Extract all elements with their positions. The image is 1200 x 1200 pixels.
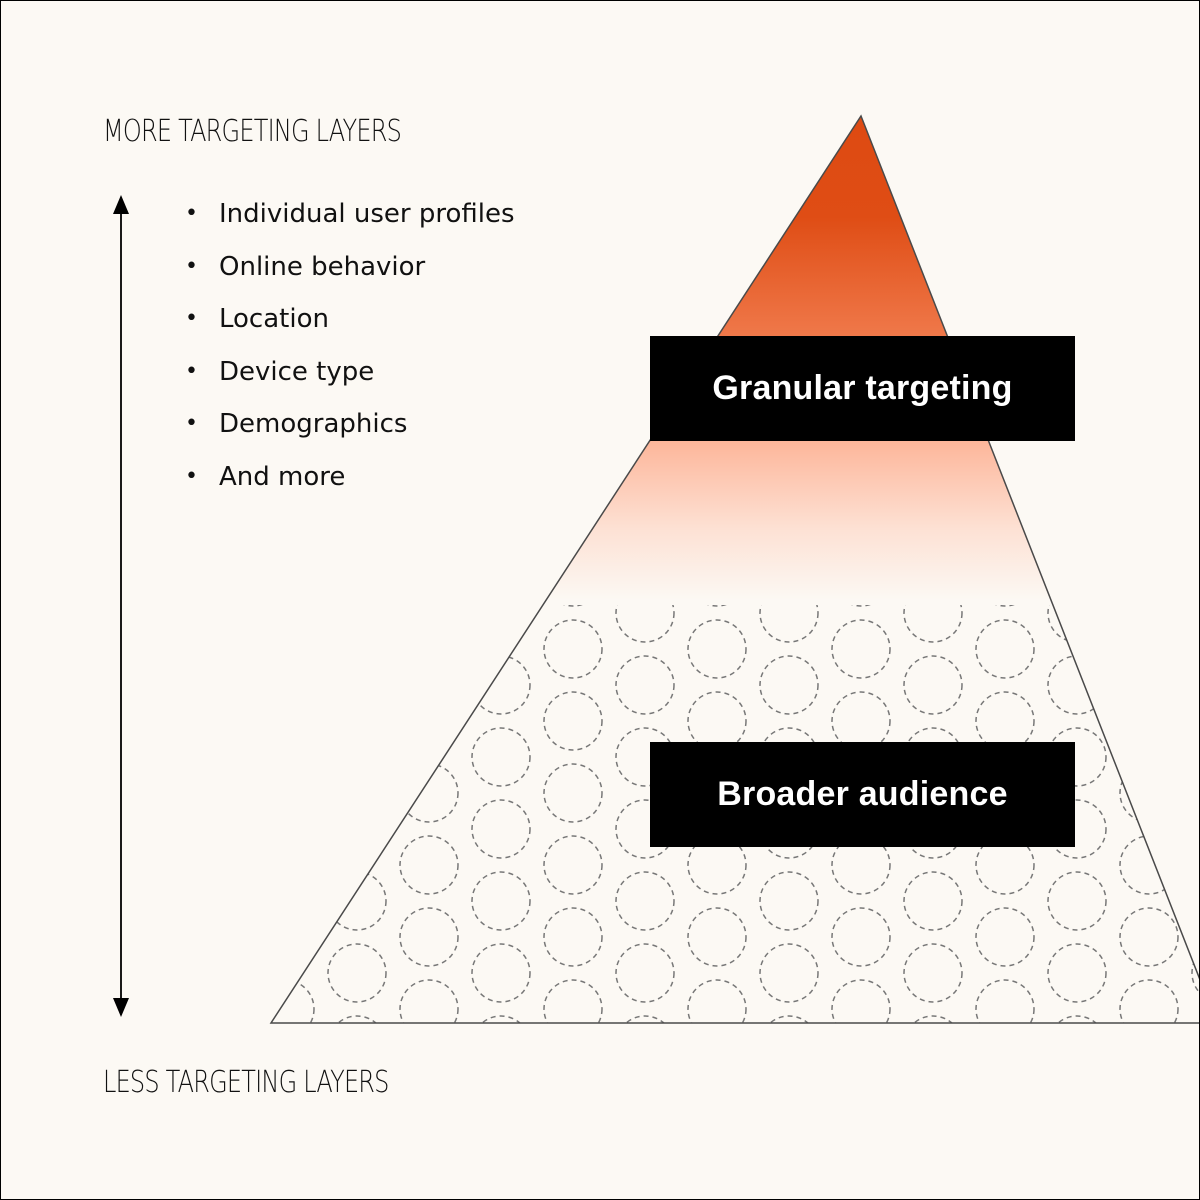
list-item: •Device type [185,356,375,387]
granular-targeting-label: Granular targeting [650,336,1075,441]
bullet-icon: • [185,201,198,226]
list-item: •Location [185,304,329,335]
axis-top-label: MORE TARGETING LAYERS [103,114,402,149]
arrow-up-icon [113,195,129,214]
pyramid-middle-gradient [401,439,1199,605]
list-item: •Individual user profiles [185,199,515,229]
arrow-down-icon [113,998,129,1017]
broader-audience-label: Broader audience [650,742,1075,847]
list-item: •And more [185,461,346,492]
pyramid-outline [269,114,1199,1024]
bullet-icon: • [185,358,198,384]
axis-bottom-label: LESS TARGETING LAYERS [103,1065,389,1100]
list-item: •Online behavior [185,251,426,282]
vertical-arrow [113,195,129,1017]
bullet-icon: • [185,411,198,437]
list-item: •Demographics [185,409,408,440]
pyramid-top-gradient [601,116,1121,346]
bullet-icon: • [185,463,198,489]
bullet-icon: • [185,306,198,332]
targeting-layer-list: •Individual user profiles •Online behavi… [185,197,515,513]
bullet-icon: • [185,253,198,279]
